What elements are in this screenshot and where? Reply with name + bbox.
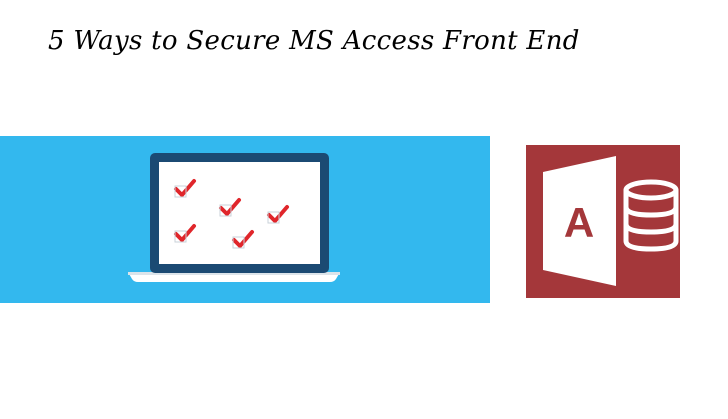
logo-door-shape [543, 156, 616, 286]
ms-access-logo: A [526, 145, 680, 298]
laptop-checklist-banner [0, 136, 490, 303]
ms-access-icon: A [526, 145, 680, 298]
check-icon [174, 224, 196, 242]
logo-letter: A [564, 199, 594, 246]
laptop-illustration [0, 136, 490, 303]
laptop-screen [159, 162, 320, 264]
check-icon [219, 198, 241, 216]
check-icon [232, 230, 254, 248]
check-icon [267, 205, 289, 223]
check-icon [174, 179, 196, 197]
article-title: 5 Ways to Secure MS Access Front End [48, 26, 580, 56]
